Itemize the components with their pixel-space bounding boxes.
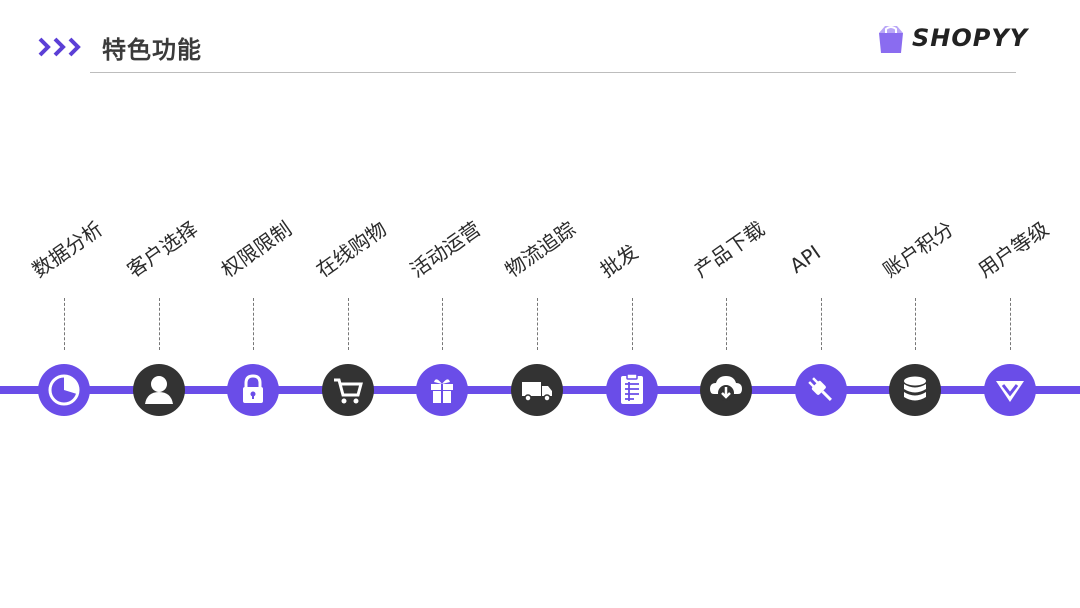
pie-chart-icon[interactable] [38, 364, 90, 416]
feature-connector [442, 298, 444, 350]
wholesale-clipboard-icon-graphic [605, 364, 658, 416]
feature-connector [347, 298, 349, 350]
feature-label: 用户等级 [973, 216, 1053, 283]
gift-icon-graphic [416, 364, 469, 416]
feature-label: API [785, 240, 825, 278]
plug-icon[interactable] [794, 364, 847, 416]
feature-label: 客户选择 [122, 216, 202, 283]
feature-label: 权限限制 [216, 216, 297, 283]
download-icon-graphic [700, 364, 753, 416]
feature-label: 数据分析 [27, 216, 107, 283]
feature-connector [915, 298, 917, 350]
gift-icon[interactable] [416, 364, 469, 416]
feature-connector [537, 298, 538, 350]
lock-icon-graphic [227, 364, 280, 416]
shopping-cart-icon-graphic [321, 364, 374, 416]
header-divider [90, 72, 1016, 73]
feature-label: 在线购物 [311, 216, 391, 283]
feature-label: 物流追踪 [500, 216, 580, 283]
feature-label: 账户积分 [879, 216, 959, 283]
user-icon[interactable] [132, 364, 185, 416]
wholesale-clipboard-icon[interactable] [605, 364, 658, 416]
coins-stack-icon-graphic [889, 364, 942, 416]
feature-connector [158, 298, 160, 350]
feature-connector [820, 298, 822, 350]
feature-connector [1010, 298, 1011, 350]
pie-chart-icon-graphic [38, 364, 90, 416]
download-icon[interactable] [700, 364, 753, 416]
feature-label: 批发 [595, 239, 642, 283]
feature-label: 活动运营 [406, 216, 486, 283]
level-chevron-icon[interactable] [984, 364, 1036, 416]
feature-label: 产品下载 [689, 216, 770, 283]
feature-connector [631, 298, 633, 350]
user-icon-graphic [132, 364, 185, 416]
feature-connector [726, 298, 728, 350]
page-title: 特色功能 [102, 36, 202, 64]
truck-icon-graphic [511, 364, 563, 416]
coins-stack-icon[interactable] [889, 364, 942, 416]
feature-connector [64, 298, 65, 350]
shopping-bag-icon [879, 26, 903, 53]
plug-icon-graphic [794, 364, 847, 416]
shopping-cart-icon[interactable] [321, 364, 374, 416]
level-chevron-icon-graphic [984, 364, 1036, 416]
header: 特色功能 SHOPYY [0, 0, 1080, 80]
brand-name: SHOPYY [912, 24, 1029, 52]
truck-icon[interactable] [511, 364, 563, 416]
feature-connector [253, 298, 255, 350]
lock-icon[interactable] [227, 364, 280, 416]
triple-chevron-icon [38, 37, 81, 57]
